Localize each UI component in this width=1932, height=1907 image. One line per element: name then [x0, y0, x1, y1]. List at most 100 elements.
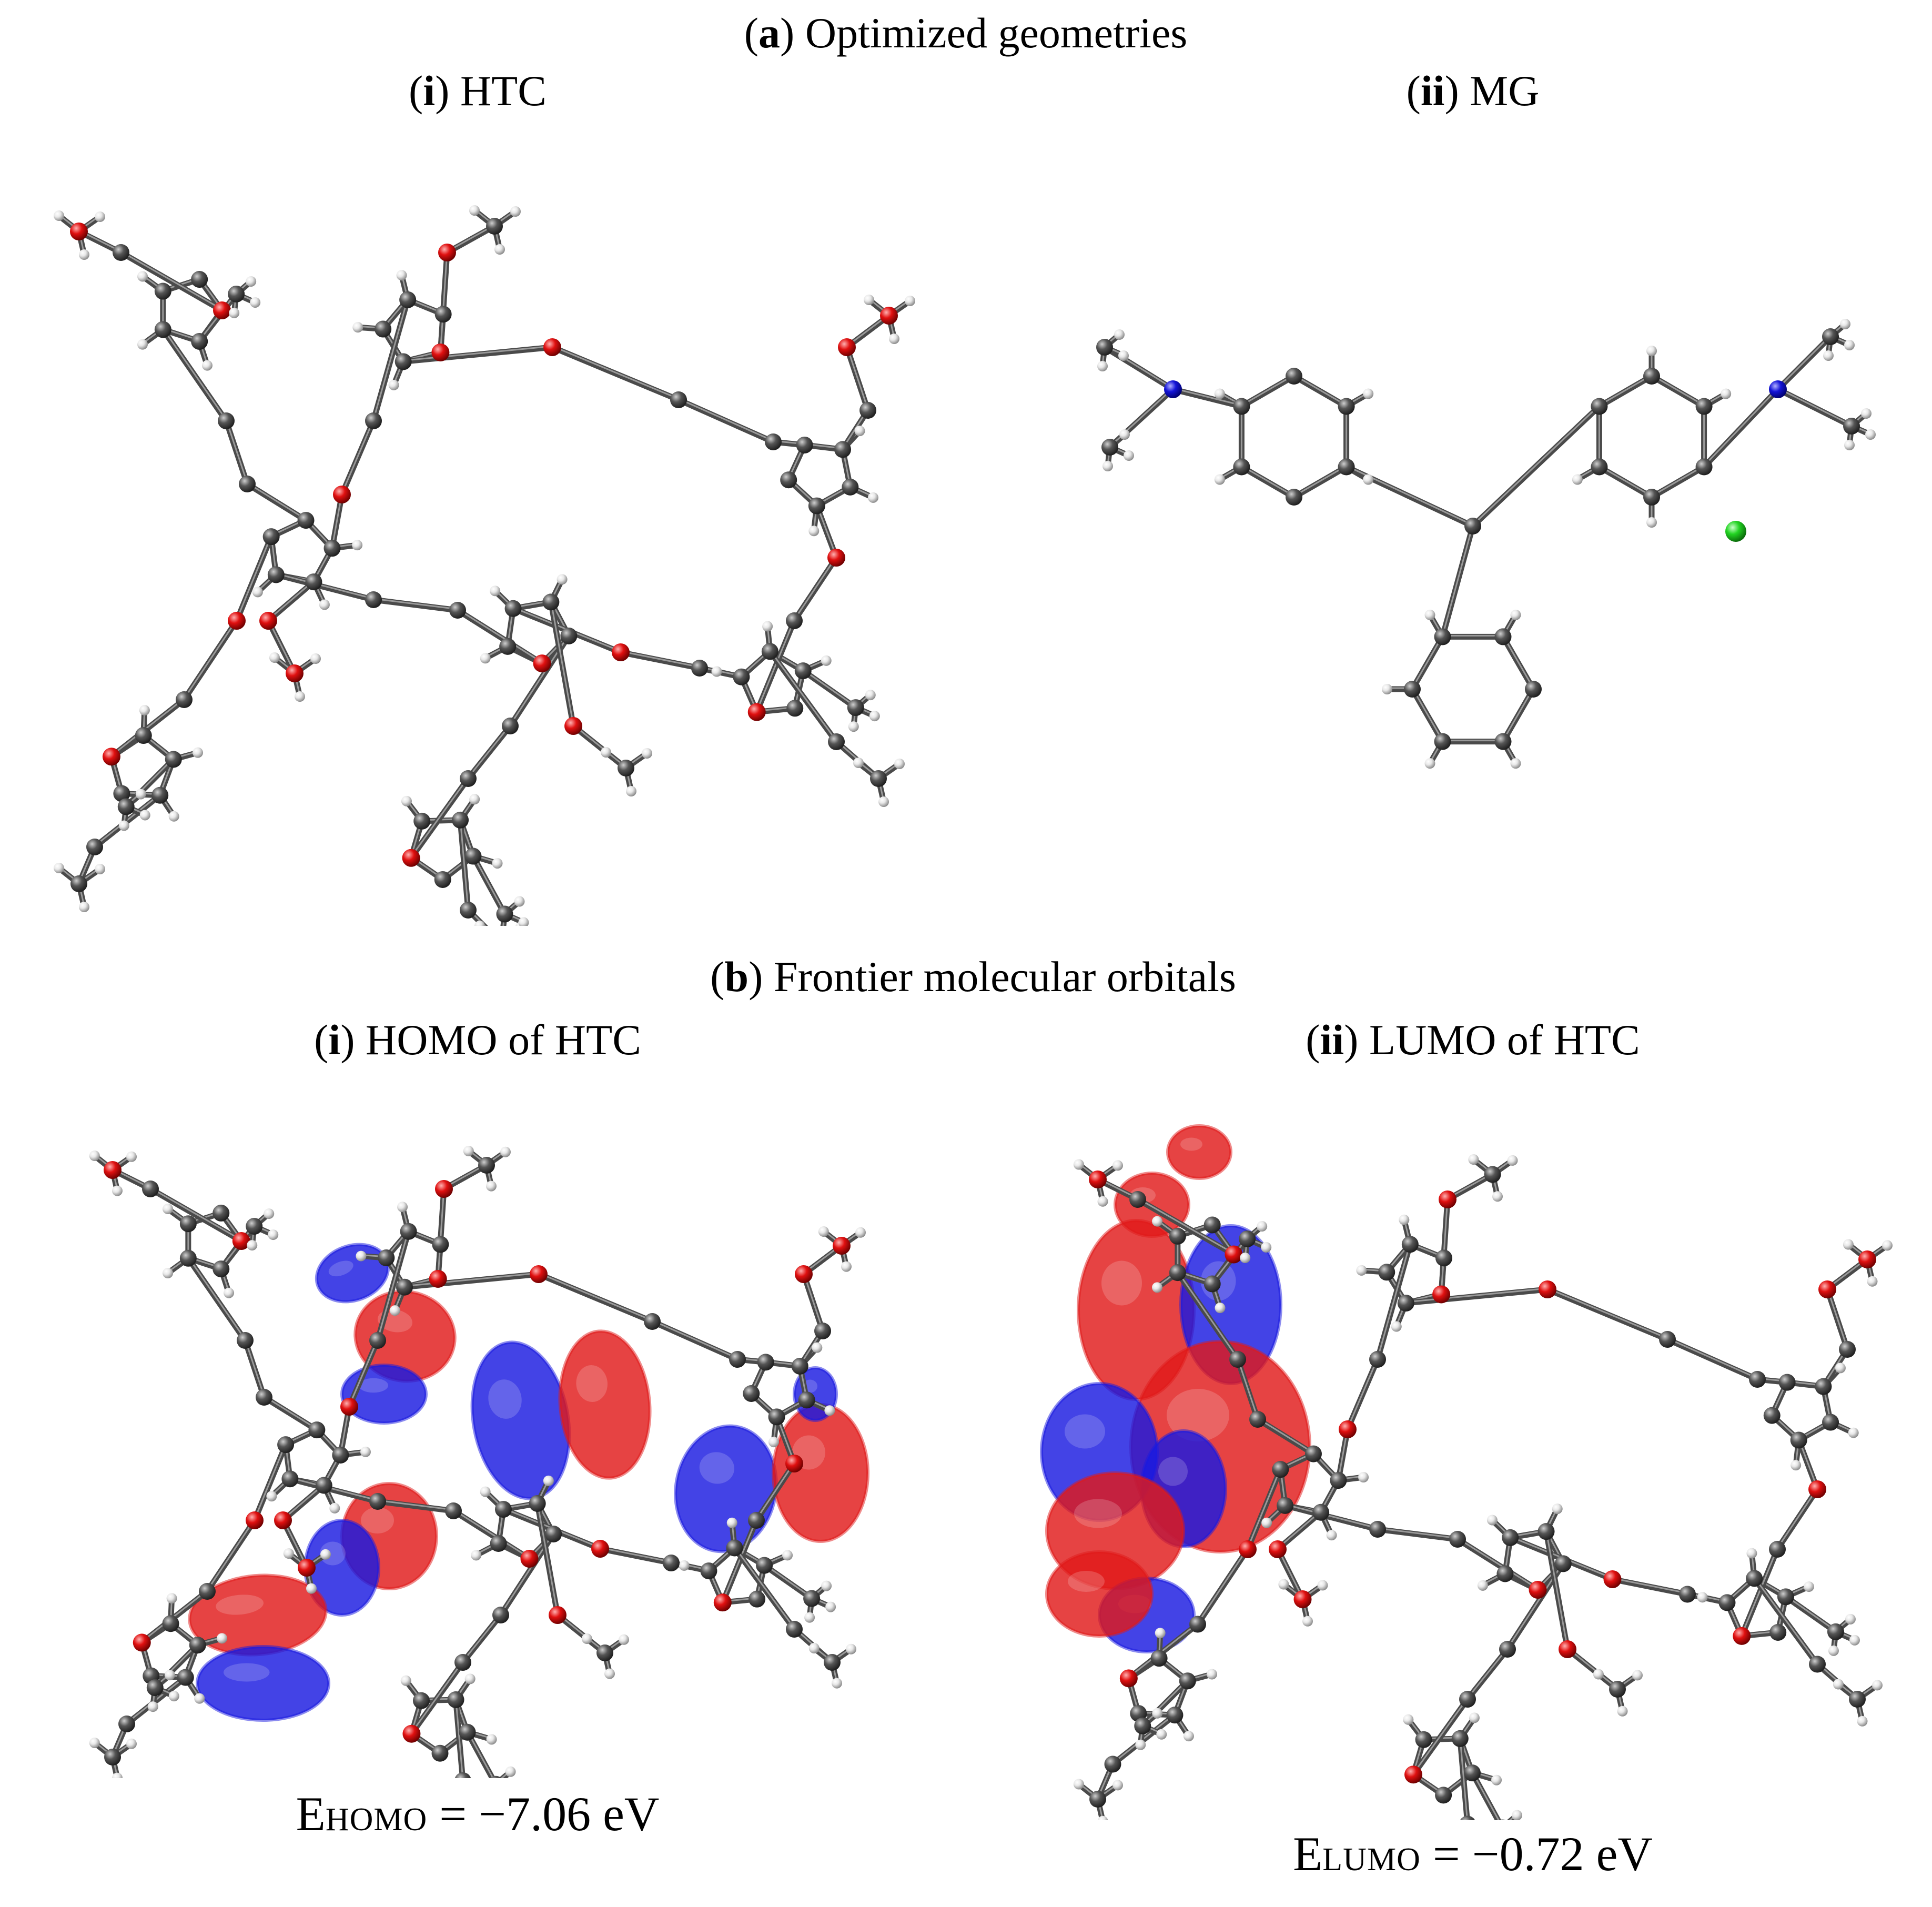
- atom-hydrogen: [480, 1486, 491, 1497]
- bond-highlight: [1240, 374, 1295, 406]
- atom-hydrogen: [818, 1226, 829, 1237]
- bond: [1282, 1502, 1381, 1532]
- atom-hydrogen: [268, 1229, 279, 1240]
- bond-highlight: [244, 1338, 265, 1397]
- atom-carbon: [154, 321, 171, 338]
- bond-highlight: [263, 1395, 318, 1430]
- atom-hydrogen: [486, 1734, 497, 1745]
- atom-hydrogen: [1118, 350, 1129, 361]
- bond-highlight: [403, 1272, 540, 1287]
- atom-carbon: [486, 218, 503, 235]
- atom-carbon: [1312, 1504, 1330, 1521]
- atom-hydrogen: [89, 1151, 100, 1161]
- atom-oxygen: [1733, 1627, 1751, 1645]
- atom-hydrogen: [894, 759, 905, 769]
- atom-hydrogen: [1214, 474, 1225, 485]
- atom-hydrogen: [269, 652, 280, 663]
- bond: [118, 249, 225, 314]
- htc-lumo-svg: [1040, 1124, 1893, 1820]
- atom-carbon: [859, 402, 876, 419]
- atom-carbon: [239, 476, 256, 492]
- atom-carbon: [1404, 681, 1421, 698]
- atom-carbon: [1449, 1531, 1466, 1548]
- orbital-lobe-positive: [558, 1329, 652, 1480]
- atom-oxygen: [228, 612, 246, 630]
- atom-hydrogen: [1124, 450, 1134, 461]
- atom-hydrogen: [1861, 408, 1872, 419]
- atom-hydrogen: [812, 1342, 823, 1353]
- bond-highlight: [462, 1613, 502, 1662]
- atom-hydrogen: [1632, 1670, 1643, 1681]
- atom-oxygen: [530, 1265, 548, 1283]
- atom-hydrogen: [310, 653, 321, 664]
- atom-carbon: [1397, 1295, 1414, 1312]
- atom-hydrogen: [1097, 1815, 1108, 1820]
- atom-carbon: [1233, 398, 1250, 415]
- bond-highlight: [1502, 687, 1534, 742]
- atom-carbon: [297, 512, 315, 529]
- atom-hydrogen: [1152, 1708, 1163, 1719]
- panel-a-title: (a) Optimized geometries: [744, 9, 1188, 57]
- atom-hydrogen: [1511, 1810, 1522, 1820]
- bond-highlight: [1785, 1595, 1837, 1632]
- atom-hydrogen: [95, 864, 105, 874]
- atom-carbon: [1777, 1588, 1794, 1606]
- atom-oxygen: [838, 338, 856, 356]
- atom-hydrogen: [229, 307, 240, 318]
- atom-hydrogen: [135, 789, 146, 800]
- bond: [401, 1271, 542, 1290]
- atom-oxygen: [1119, 1669, 1138, 1688]
- orbital-lobe-highlight: [361, 1507, 394, 1533]
- atom-hydrogen: [1356, 1265, 1367, 1276]
- orbital-lobe-highlight: [216, 1595, 264, 1615]
- atom-carbon: [726, 1539, 743, 1557]
- atom-hydrogen: [1183, 1731, 1194, 1742]
- atom-carbon: [1822, 1414, 1839, 1431]
- orbital-lobe-highlight: [699, 1452, 735, 1484]
- bond-highlight: [755, 1461, 795, 1520]
- atom-hydrogen: [505, 1766, 516, 1777]
- atom-hydrogen: [1486, 1515, 1498, 1526]
- atom-hydrogen: [581, 1633, 592, 1644]
- atom-carbon: [246, 1218, 263, 1235]
- atom-carbon: [308, 1421, 326, 1439]
- atom-carbon: [1286, 368, 1302, 385]
- atom-carbon: [1415, 1731, 1432, 1748]
- atom-hydrogen: [1403, 1714, 1414, 1725]
- atom-carbon: [796, 436, 813, 453]
- atom-oxygen: [827, 549, 845, 567]
- atom-carbon: [165, 751, 182, 768]
- panel-a-ii-numeral: ii: [1420, 67, 1445, 115]
- atom-hydrogen: [112, 1185, 123, 1196]
- atom-hydrogen: [1828, 1645, 1839, 1656]
- mg-geometry-svg: [1096, 319, 1876, 769]
- atom-carbon: [1496, 1565, 1514, 1582]
- bond-highlight: [1753, 1576, 1818, 1664]
- atom-hydrogen: [711, 666, 722, 677]
- atom-oxygen: [333, 486, 351, 503]
- atom-carbon: [146, 1679, 164, 1697]
- bond-highlight: [1411, 634, 1443, 689]
- atom-hydrogen: [139, 810, 150, 821]
- atom-carbon: [1484, 1166, 1501, 1183]
- atom-carbon: [179, 1215, 197, 1233]
- atom-carbon: [1591, 458, 1608, 476]
- atom-carbon: [1695, 458, 1713, 476]
- atom-oxygen: [246, 1511, 264, 1529]
- bond-highlight: [1666, 1337, 1758, 1379]
- bond-highlight: [1237, 1357, 1259, 1419]
- bond: [761, 1562, 815, 1602]
- atom-hydrogen: [401, 795, 412, 806]
- atom-carbon: [1822, 328, 1839, 345]
- atom-carbon: [1435, 1249, 1453, 1267]
- atom-carbon: [1695, 398, 1713, 415]
- atom-carbon: [323, 540, 341, 557]
- atom-carbon: [1679, 1586, 1696, 1603]
- atom-carbon: [748, 1512, 765, 1529]
- bond-highlight: [722, 1518, 757, 1602]
- bond-highlight: [467, 1730, 494, 1778]
- atom-hydrogen: [1721, 388, 1732, 399]
- atom-oxygen: [747, 703, 766, 721]
- atom-hydrogen: [1214, 388, 1225, 399]
- bond: [1648, 464, 1707, 500]
